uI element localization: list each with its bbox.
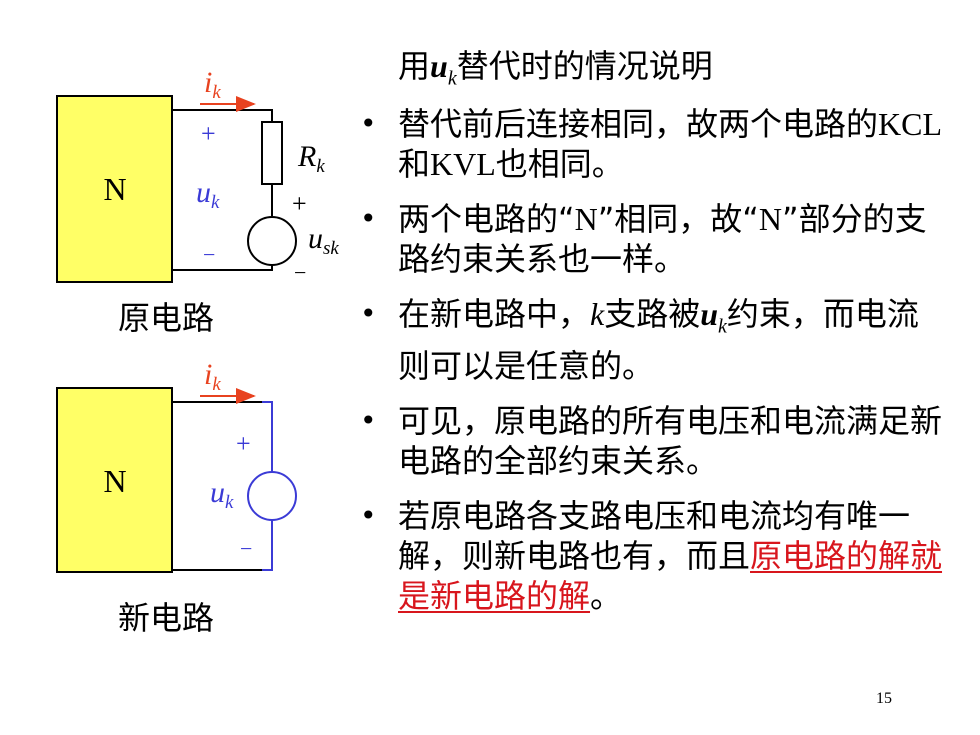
bullet-dot: • [360,107,377,140]
circuit-diagrams: N ik + uk − Rk + usk − N [56,66,339,573]
voltage-minus: − [203,242,215,267]
current-label: ik [204,66,221,103]
wire-bottom [172,520,273,571]
list-item: • 可见，原电路的所有电压和电流满足新电路的全部约束关系。 [360,402,943,481]
bullet-dot: • [360,404,377,438]
list-item: • 若原电路各支路电压和电流均有唯一解，则新电路也有，而且原电路的解就是新电路的… [360,497,943,616]
source-plus: + [292,189,307,218]
voltage-label: uk [210,476,234,513]
current-label: ik [204,358,221,395]
wire-bottom [172,265,273,271]
network-block [56,95,173,283]
network-label: N [103,463,126,499]
voltage-source [247,216,297,266]
voltage-minus: − [240,536,252,561]
network-block [56,387,173,573]
voltage-label: uk [196,176,220,213]
emphasized-conclusion: 原电路的解就是新电路的解 [398,537,943,616]
original-circuit-caption: 原电路 [118,299,215,337]
bullet-dot: • [360,297,377,330]
resistor [261,121,283,185]
resistor-label: Rk [297,140,325,177]
list-item: • 在新电路中，k支路被uk约束，而电流则可以是任意的。 [360,295,919,386]
new-circuit: N ik + uk − [56,358,297,573]
bullet-dot: • [360,202,377,235]
page-number: 15 [876,690,892,707]
explanation-list: • 替代前后连接相同，故两个电路的KCL和KVL也相同。 • 两个电路的“N”相… [360,104,950,631]
voltage-source [247,471,297,521]
original-circuit: N ik + uk − Rk + usk − [56,66,339,285]
source-minus: − [294,260,306,285]
voltage-plus: + [236,429,251,458]
new-circuit-caption: 新电路 [118,599,215,637]
wire-top [172,401,273,472]
wire-top [172,109,273,122]
bullet-dot: • [360,499,377,533]
list-item: • 替代前后连接相同，故两个电路的KCL和KVL也相同。 [360,105,943,183]
list-item: • 两个电路的“N”相同，故“N”部分的支路约束关系也一样。 [360,200,927,278]
voltage-plus: + [201,119,216,148]
slide-heading: 用uk替代时的情况说明 [398,47,713,90]
source-label: usk [308,222,339,259]
network-label: N [103,171,126,207]
